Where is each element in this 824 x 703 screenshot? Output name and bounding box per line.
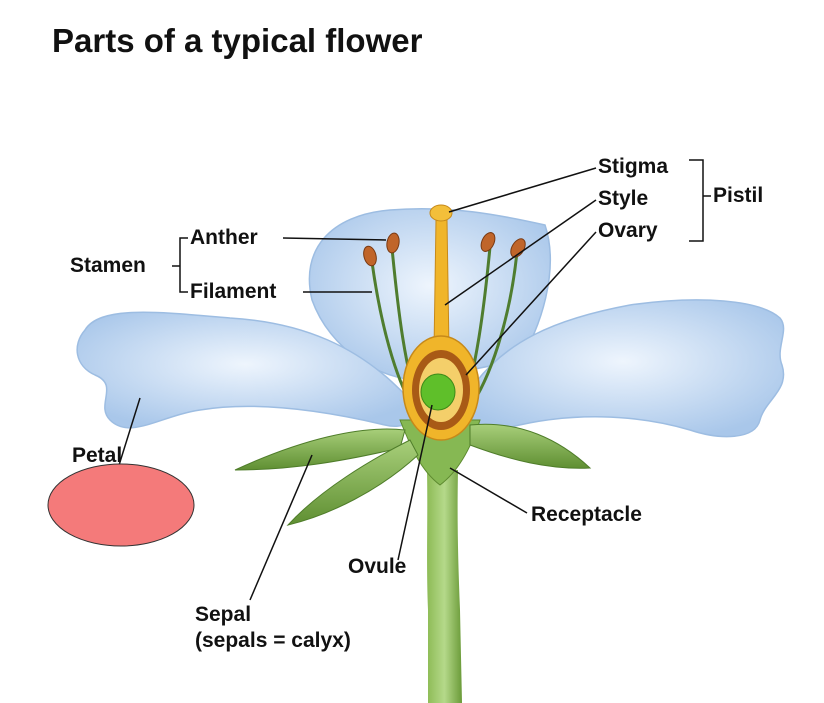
pistil-bracket [689, 159, 711, 242]
label-style: Style [598, 187, 649, 210]
label-stigma: Stigma [598, 155, 669, 178]
label-filament: Filament [190, 280, 277, 303]
page-title: Parts of a typical flower [52, 22, 423, 59]
label-petal: Petal [72, 444, 123, 467]
overlay-ellipse [47, 463, 195, 547]
anthers [363, 232, 526, 267]
sepal-left-1 [234, 428, 406, 471]
leader-lines [114, 167, 597, 601]
label-pistil: Pistil [713, 184, 764, 207]
sepal-left-2 [286, 439, 419, 526]
stem [427, 470, 462, 703]
label-anther: Anther [190, 226, 258, 249]
label-ovule: Ovule [348, 555, 407, 578]
label-stamen: Stamen [70, 254, 146, 277]
label-receptacle: Receptacle [531, 503, 642, 526]
petal-right [461, 299, 785, 438]
stamen-bracket [172, 237, 188, 293]
label-sepal-note: (sepals = calyx) [195, 629, 351, 652]
label-ovary: Ovary [598, 219, 658, 242]
stigma-shape [429, 204, 453, 222]
ovule-shape [420, 373, 456, 411]
petal-left [76, 311, 414, 429]
style-shape [433, 219, 450, 351]
sepal-right [469, 423, 592, 469]
label-sepal: Sepal [195, 603, 252, 626]
